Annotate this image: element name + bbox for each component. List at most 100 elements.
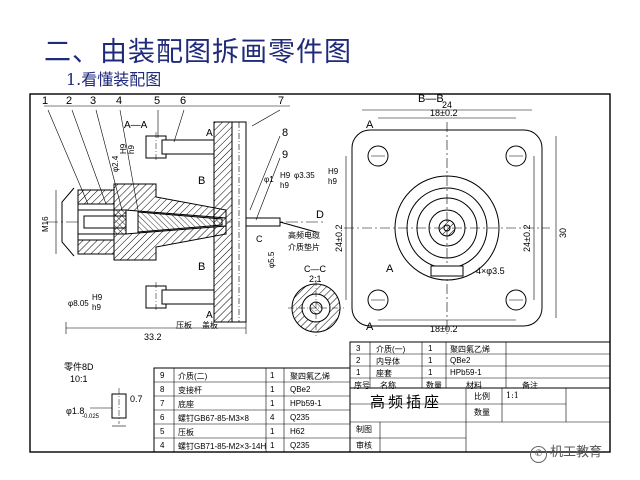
view-label-b-bottom: B xyxy=(198,261,205,273)
dim-d1: φ1 xyxy=(264,175,274,184)
table-cell: HPb59-1 xyxy=(450,368,482,377)
part-8d-scale: 10:1 xyxy=(70,374,88,384)
dim-d805: φ8.05 xyxy=(68,299,89,308)
dim-d335-fit-top: H9 xyxy=(328,167,339,176)
balloon-5: 5 xyxy=(154,95,160,107)
dim-holes: 4×φ3.5 xyxy=(476,266,505,276)
balloon-1: 1 xyxy=(42,95,48,107)
table-cell: 座套 xyxy=(376,369,392,378)
table-cell: 9 xyxy=(160,371,165,380)
table-cell: QBe2 xyxy=(290,385,311,394)
balloon-8: 8 xyxy=(282,127,288,139)
table-cell: 1 xyxy=(270,441,275,450)
dim-width-24: 24 xyxy=(442,100,452,110)
dim-d24-fit-top: H9 xyxy=(119,143,128,154)
dim-d24: φ2.4 xyxy=(111,155,120,172)
table-cell: 螺钉GB71-85-M2×3-14H xyxy=(178,442,267,451)
view-label-d: D xyxy=(316,209,324,221)
table-cell: 1 xyxy=(428,344,433,353)
table-cell: 1 xyxy=(428,356,433,365)
watermark: ✆机工教育 xyxy=(530,441,602,463)
table-cell: 序号 xyxy=(354,381,370,390)
assembly-drawing: 1 2 3 4 5 6 7 8 9 A—A A A B B D C M16 φ2… xyxy=(26,92,616,456)
table-cell: 6 xyxy=(160,413,165,422)
title-block-checked-label: 审核 xyxy=(356,441,372,450)
part-8d-dim-tol: -0.025 xyxy=(82,414,100,420)
part-8d-detail xyxy=(90,388,127,427)
title-block-name: 高频插座 xyxy=(370,393,443,411)
dim-d805-fit-top: H9 xyxy=(92,293,103,302)
table-cell: 1 xyxy=(428,368,433,377)
dim-m16: M16 xyxy=(41,216,50,232)
table-cell: 数量 xyxy=(426,381,442,390)
table-cell: 1 xyxy=(270,399,275,408)
table-cell: 1 xyxy=(270,427,275,436)
part-8d-dim-d: φ1.8 xyxy=(66,406,84,416)
cut-label-a-top: A xyxy=(206,128,213,139)
balloon-2: 2 xyxy=(66,95,72,107)
dim-d1-fit-top: H9 xyxy=(280,171,291,180)
table-cell: 压板 xyxy=(178,428,194,437)
note-dielectric-gasket: 介质垫片 xyxy=(288,242,320,252)
page-title: 二、由装配图拆画零件图 xyxy=(44,37,352,68)
table-cell: H62 xyxy=(290,427,305,436)
table-cell: 内导体 xyxy=(376,357,400,366)
cut-label-a-bb-top: A xyxy=(366,119,374,131)
title-block-drawn-label: 制图 xyxy=(356,425,372,434)
table-cell: 介质(一) xyxy=(376,345,406,354)
note-cable: 高频电缆 xyxy=(288,230,320,240)
view-label-b-top: B xyxy=(198,175,205,187)
table-cell: 8 xyxy=(160,385,165,394)
table-cell: 聚四氟乙烯 xyxy=(450,345,490,354)
note-press-plate: 压板 xyxy=(176,320,192,330)
dim-d335-fit-bottom: h9 xyxy=(328,177,337,186)
dim-height-30: 30 xyxy=(558,228,568,238)
title-block-qty-label: 数量 xyxy=(474,408,490,417)
dim-height-24-b: 24±0.2 xyxy=(522,225,532,252)
section-cc-view xyxy=(288,280,344,336)
watermark-text: 机工教育 xyxy=(550,445,603,460)
dim-d805-fit-bottom: h9 xyxy=(92,303,101,312)
table-cell: 1 xyxy=(270,385,275,394)
table-cell: 变接杆 xyxy=(178,386,202,395)
table-cell: 材料 xyxy=(466,381,482,390)
part-8d-label: 零件8D xyxy=(64,361,94,372)
table-cell: 2 xyxy=(356,356,361,365)
balloon-7: 7 xyxy=(278,95,284,107)
balloon-9: 9 xyxy=(282,149,288,161)
table-cell: 介质(二) xyxy=(178,372,208,381)
dim-d55: φ5.5 xyxy=(267,251,276,268)
table-cell: 底座 xyxy=(178,400,194,409)
part-8d-dim-l: 0.7 xyxy=(130,394,143,404)
section-label-aa: A—A xyxy=(124,120,148,131)
table-cell: QBe2 xyxy=(450,356,471,365)
table-cell: 备注 xyxy=(522,381,538,390)
title-block-scale-value: 1:1 xyxy=(506,391,519,400)
table-cell: 3 xyxy=(356,344,361,353)
section-label-cc: C—C xyxy=(304,264,326,274)
note-cover-plate: 盖板 xyxy=(202,320,218,330)
balloon-6: 6 xyxy=(180,95,186,107)
dim-d24-fit-bottom: h9 xyxy=(127,145,136,154)
cut-label-a-bb-bottom: A xyxy=(366,321,374,333)
title-block-scale-label: 比例 xyxy=(474,392,490,401)
table-cell: 螺钉GB67-85-M3×8 xyxy=(178,414,249,423)
table-cell: HPb59-1 xyxy=(290,399,322,408)
table-cell: 名称 xyxy=(380,381,396,390)
wechat-logo-icon: ✆ xyxy=(530,446,547,463)
table-cell: 4 xyxy=(160,441,165,450)
dim-overall-length: 33.2 xyxy=(144,332,162,342)
dim-height-24-a: 24±0.2 xyxy=(334,225,344,252)
table-cell: 7 xyxy=(160,399,165,408)
table-cell: 1 xyxy=(270,371,275,380)
section-cc-scale: 2:1 xyxy=(309,274,322,284)
table-cell: Q235 xyxy=(290,441,310,450)
table-cell: Q235 xyxy=(290,413,310,422)
cut-label-a-bottom: A xyxy=(206,310,213,321)
section-bb-view xyxy=(344,109,557,334)
dim-width-18-bottom: 18±0.2 xyxy=(430,324,457,334)
dim-d335: φ3.35 xyxy=(294,171,315,180)
drawing-canvas: 1 2 3 4 5 6 7 8 9 A—A A A B B D C M16 φ2… xyxy=(29,93,611,453)
table-cell: 5 xyxy=(160,427,165,436)
balloon-3: 3 xyxy=(90,95,96,107)
